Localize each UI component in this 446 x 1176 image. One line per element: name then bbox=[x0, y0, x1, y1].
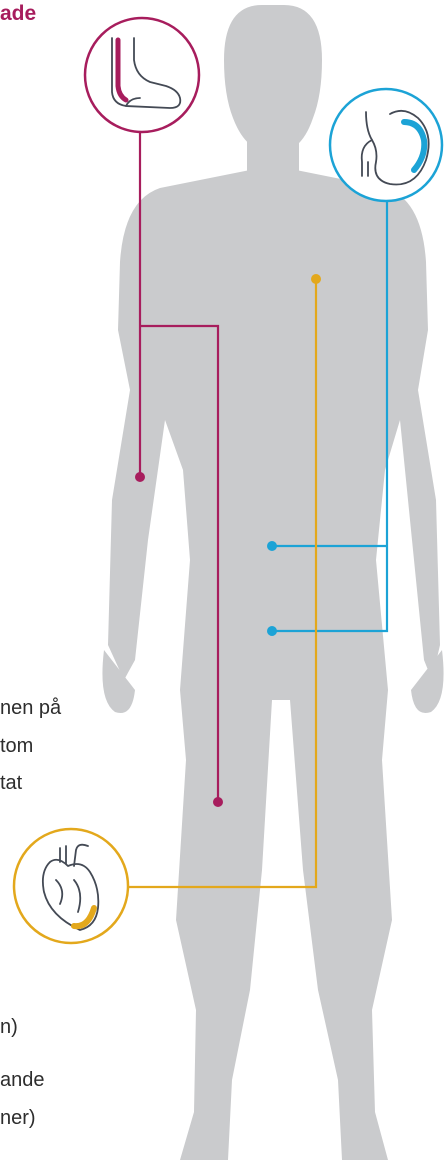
text-fragment-4: n) bbox=[0, 1017, 18, 1037]
stomach-marker-lower bbox=[267, 626, 277, 636]
text-fragment-2: tom bbox=[0, 736, 33, 756]
text-fragment-6: ner) bbox=[0, 1108, 36, 1128]
text-fragment-3: tat bbox=[0, 773, 22, 793]
stomach-marker-upper bbox=[267, 541, 277, 551]
foot-marker-thigh bbox=[213, 797, 223, 807]
heart-marker bbox=[311, 274, 321, 284]
foot-icon-circle bbox=[85, 18, 199, 132]
foot-marker-arm bbox=[135, 472, 145, 482]
heading-fragment: ade bbox=[0, 2, 36, 26]
text-fragment-1: nen på bbox=[0, 698, 61, 718]
text-fragment-5: ande bbox=[0, 1070, 45, 1090]
